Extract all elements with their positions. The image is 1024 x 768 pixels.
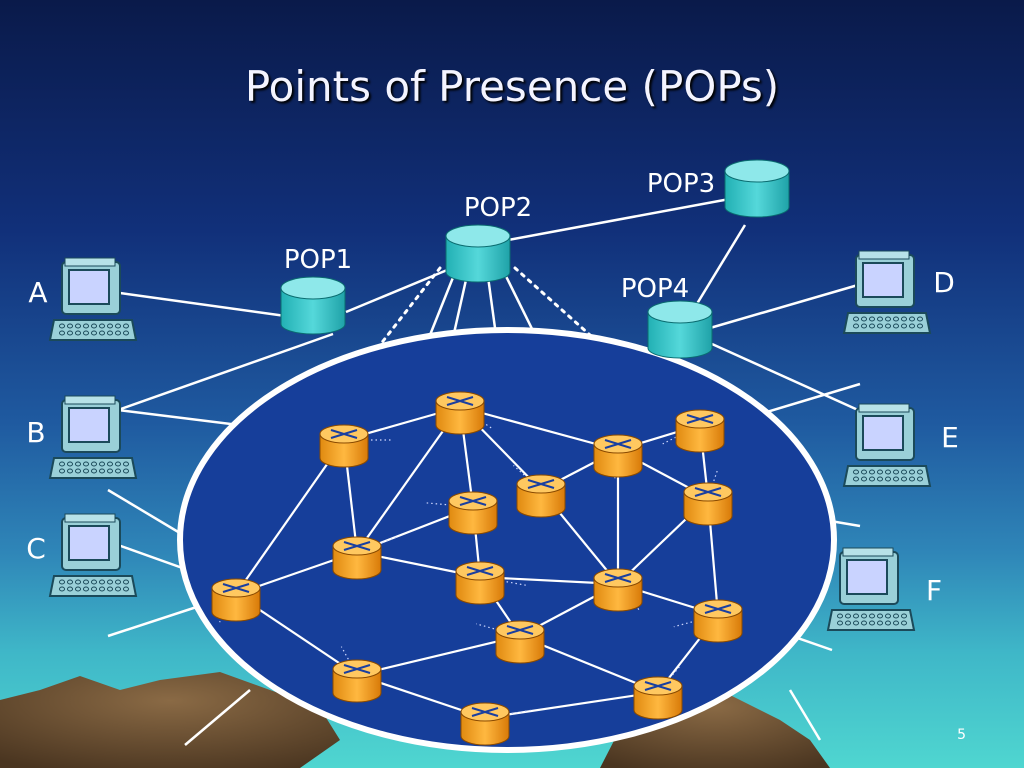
core-network-ellipse: [177, 327, 837, 753]
pop-label: POP3: [647, 169, 715, 199]
link-pop3-pop4: [690, 224, 747, 313]
router-icon: [435, 391, 485, 435]
pop-1-node: POP1: [280, 245, 352, 335]
link-pop2-pop3: [507, 196, 736, 242]
host-b: B: [26, 395, 138, 479]
link-pop2-dot-left: [378, 266, 442, 347]
core-stub-link: [356, 535, 399, 553]
link-pop4-e: [711, 342, 859, 412]
core-link: [235, 439, 345, 595]
slide-number: 5: [957, 727, 966, 743]
host-d: D: [842, 250, 955, 334]
host-label: C: [26, 532, 46, 565]
host-a: A: [28, 257, 138, 341]
host-label: F: [926, 574, 942, 607]
host-label: D: [933, 266, 955, 299]
router-icon: [332, 659, 382, 703]
router-icon: [455, 561, 505, 605]
host-f: F: [826, 547, 942, 631]
core-stub-link: [459, 406, 494, 430]
host-label: A: [28, 276, 47, 309]
router-icon: [693, 599, 743, 643]
host-e: E: [842, 403, 959, 487]
computer-terminal-icon: [48, 395, 138, 479]
link-a-pop1: [119, 291, 301, 320]
routers-layer: [211, 391, 743, 746]
computer-terminal-icon: [48, 513, 138, 597]
link-bottom-right: [788, 689, 822, 741]
pop-3-node: POP3: [647, 159, 790, 218]
pop-label: POP2: [464, 193, 532, 223]
pop-cylinder-top: [280, 276, 346, 300]
host-label: B: [26, 416, 45, 449]
pop-label: POP1: [284, 245, 352, 275]
link-pop2-dot-right: [513, 266, 592, 337]
link-bottom-left: [184, 689, 251, 746]
router-icon: [211, 578, 261, 622]
pop-4-node: POP4: [621, 274, 713, 359]
pop-2-node: POP2: [445, 193, 532, 283]
router-icon: [460, 702, 510, 746]
core-link: [356, 634, 521, 677]
router-icon: [675, 409, 725, 453]
router-icon: [332, 536, 382, 580]
computer-terminal-icon: [842, 403, 932, 487]
pop-cylinder-top: [647, 300, 713, 324]
router-icon: [495, 620, 545, 664]
host-c: C: [26, 513, 138, 597]
slide-title: Points of Presence (POPs): [244, 62, 780, 111]
hosts-layer: A B C D E F: [26, 250, 959, 631]
router-icon: [448, 491, 498, 535]
link-pop4-d: [709, 283, 859, 330]
pop-cylinder-top: [445, 224, 511, 248]
router-icon: [633, 676, 683, 720]
link-b-pop1: [117, 332, 334, 412]
core-link: [459, 405, 619, 452]
router-icon: [593, 568, 643, 612]
router-icon: [683, 482, 733, 526]
router-icon: [516, 474, 566, 518]
links-layer: [107, 196, 861, 746]
core-link: [484, 690, 659, 720]
host-label: E: [941, 421, 959, 454]
router-icon: [319, 424, 369, 468]
computer-terminal-icon: [826, 547, 916, 631]
router-icon: [593, 434, 643, 478]
core-network: [177, 327, 837, 753]
computer-terminal-icon: [842, 250, 932, 334]
pop-cylinder-top: [724, 159, 790, 183]
computer-terminal-icon: [48, 257, 138, 341]
link-pop1-pop2: [345, 266, 453, 314]
pop-label: POP4: [621, 274, 689, 304]
